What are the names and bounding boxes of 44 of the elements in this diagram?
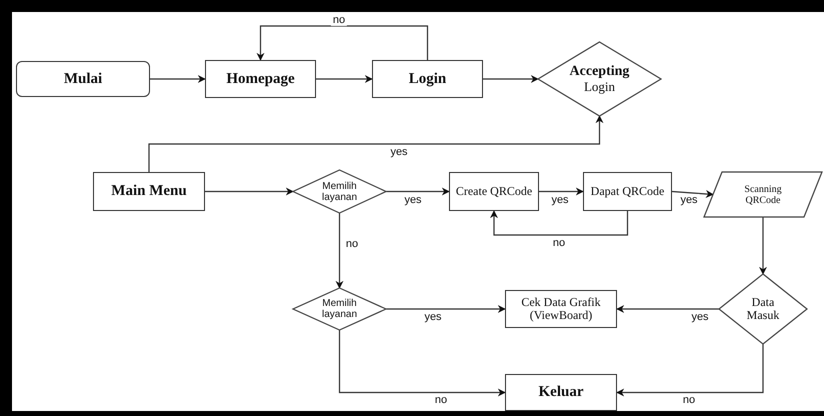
decision-diamond <box>293 288 386 330</box>
node-label: Login <box>584 80 616 94</box>
node-label: Create QRCode <box>456 184 532 198</box>
connector-arrow <box>759 217 767 275</box>
node-label: Mulai <box>64 70 102 88</box>
connector-arrow <box>256 25 428 61</box>
connector-arrow <box>616 305 719 313</box>
process-box <box>583 172 672 211</box>
connector-arrow <box>338 330 506 396</box>
input-parallelogram <box>704 172 822 217</box>
node-label: Scanning QRCode <box>743 184 783 206</box>
connector-arrow <box>483 75 539 83</box>
process-box <box>205 60 316 98</box>
node-label: Accepting <box>570 64 630 80</box>
process-box <box>449 172 539 211</box>
node-label: Cek Data Grafik (ViewBoard) <box>520 296 602 322</box>
process-box <box>93 172 205 211</box>
connector-arrow <box>316 75 373 83</box>
connector-arrow <box>490 210 628 236</box>
node-label: Homepage <box>226 70 295 88</box>
connector-arrow <box>616 344 764 396</box>
node-label: Memilih layanan <box>320 180 358 202</box>
connector-arrow <box>336 213 344 289</box>
connector-arrow <box>539 188 584 196</box>
edge-label: yes <box>678 194 700 206</box>
connector-arrow <box>386 188 450 196</box>
node-label: Memilih layanan <box>320 298 358 320</box>
decision-diamond <box>293 170 386 213</box>
node-label: Keluar <box>538 384 584 401</box>
connector-arrow <box>205 188 294 196</box>
node-label: Login <box>408 70 446 88</box>
connector-arrow <box>148 115 604 172</box>
process-box <box>505 290 617 328</box>
connector-arrow <box>386 305 506 313</box>
connector-arrow <box>150 75 206 83</box>
process-box <box>372 60 483 98</box>
start-box <box>16 61 150 97</box>
connector-arrow <box>672 190 714 198</box>
node-label: Data Masuk <box>746 296 780 322</box>
decision-diamond <box>719 274 807 344</box>
decision-diamond <box>538 42 661 116</box>
node-label: Dapat QRCode <box>590 184 664 198</box>
node-label: Main Menu <box>111 183 187 200</box>
end-box <box>505 374 617 411</box>
